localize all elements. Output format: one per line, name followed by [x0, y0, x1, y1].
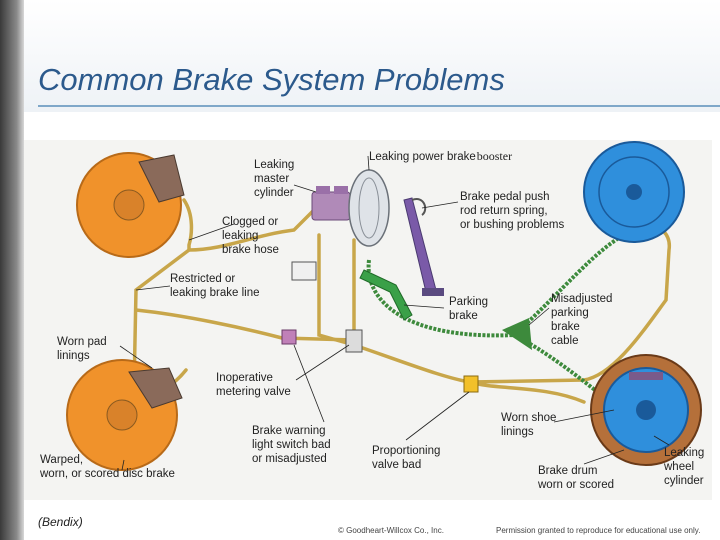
rear-right-wheel-cylinder — [629, 372, 663, 380]
label-parking-brake: Parking brake — [449, 296, 491, 322]
label-parking-cable: Misadjusted parking brake cable — [551, 293, 616, 347]
title-area — [24, 0, 720, 112]
rear-right-axle — [636, 400, 656, 420]
brake-pedal-pad — [422, 288, 444, 296]
leader-pedal — [421, 201, 459, 209]
leader-drum — [583, 449, 625, 465]
front-right-drum-brake — [583, 141, 685, 243]
leader-shoe — [553, 409, 615, 423]
leader-meter — [295, 344, 350, 381]
title-underline — [38, 105, 720, 107]
leader-prop — [405, 391, 470, 441]
brake-system-diagram: Leaking power brakebooster Leaking maste… — [24, 140, 712, 500]
leader-parking — [403, 304, 445, 309]
master-cylinder-cap-2 — [334, 186, 348, 194]
label-brake-line: Restricted or leaking brake line — [170, 273, 260, 299]
leader-booster — [367, 155, 370, 171]
master-cylinder-body — [311, 191, 351, 221]
brake-lines — [132, 198, 671, 404]
leader-line — [135, 285, 171, 291]
leader-lines — [119, 155, 670, 471]
label-shoe-linings: Worn shoe linings — [501, 412, 560, 438]
booster-shell — [348, 169, 390, 247]
master-outlet-lines — [317, 233, 356, 347]
permission-notice: Permission granted to reproduce for educ… — [496, 526, 701, 535]
pedal-return-spring — [411, 198, 427, 216]
leader-cable — [528, 307, 550, 326]
leader-hose — [188, 223, 235, 241]
rear-right-drum-brake — [590, 354, 702, 466]
front-right-axle — [626, 184, 642, 200]
label-brake-drum: Brake drum worn or scored — [537, 465, 614, 491]
label-warning-switch: Brake warning light switch bad or misadj… — [252, 425, 334, 465]
source-credit: (Bendix) — [38, 515, 83, 529]
label-disc-brake: Warped, worn, or scored disc brake — [39, 454, 175, 480]
proportioning-valve — [463, 375, 479, 393]
label-wheel-cylinder: Leaking wheel cylinder — [663, 447, 708, 487]
leader-master — [293, 184, 317, 193]
metering-valve — [345, 329, 363, 353]
rear-brake-line — [352, 218, 671, 384]
front-left-hub — [113, 189, 145, 221]
front-right-shoes — [598, 156, 670, 228]
label-proportioning-valve: Proportioning valve bad — [372, 445, 444, 471]
leader-disc — [121, 459, 125, 471]
leader-pads — [119, 345, 153, 369]
rear-left-disc-brake — [66, 359, 183, 471]
label-pad-linings: Worn pad linings — [57, 336, 110, 362]
master-to-hose-line — [187, 208, 316, 252]
leader-wheel — [653, 435, 670, 446]
label-metering-valve: Inoperative metering valve — [216, 372, 291, 398]
front-left-caliper — [138, 154, 185, 203]
leader-warn — [293, 344, 325, 423]
cable-equalizer — [502, 318, 532, 350]
cross-front-line — [134, 308, 356, 342]
rear-right-brake-line — [468, 380, 586, 404]
booster-ridge — [358, 177, 380, 239]
fluid-reservoir — [291, 261, 317, 281]
brake-warning-switch — [281, 329, 297, 345]
label-brake-hose: Clogged or leaking brake hose — [222, 216, 281, 256]
power-brake-booster — [348, 169, 390, 247]
rear-left-caliper — [128, 367, 183, 409]
parking-brake-lever — [359, 269, 413, 321]
label-brake-pedal: Brake pedal push rod return spring, or b… — [460, 191, 564, 231]
label-master-cylinder: Leaking master cylinder — [254, 159, 298, 199]
master-cylinder-cap-1 — [316, 186, 330, 194]
slide-title: Common Brake System Problems — [38, 62, 505, 97]
left-accent-bar — [0, 0, 24, 540]
copyright-notice: © Goodheart-Willcox Co., Inc. — [338, 526, 444, 535]
label-booster: Leaking power brakebooster — [369, 149, 512, 163]
front-left-disc-brake — [76, 152, 185, 258]
rear-left-hub — [106, 399, 138, 431]
